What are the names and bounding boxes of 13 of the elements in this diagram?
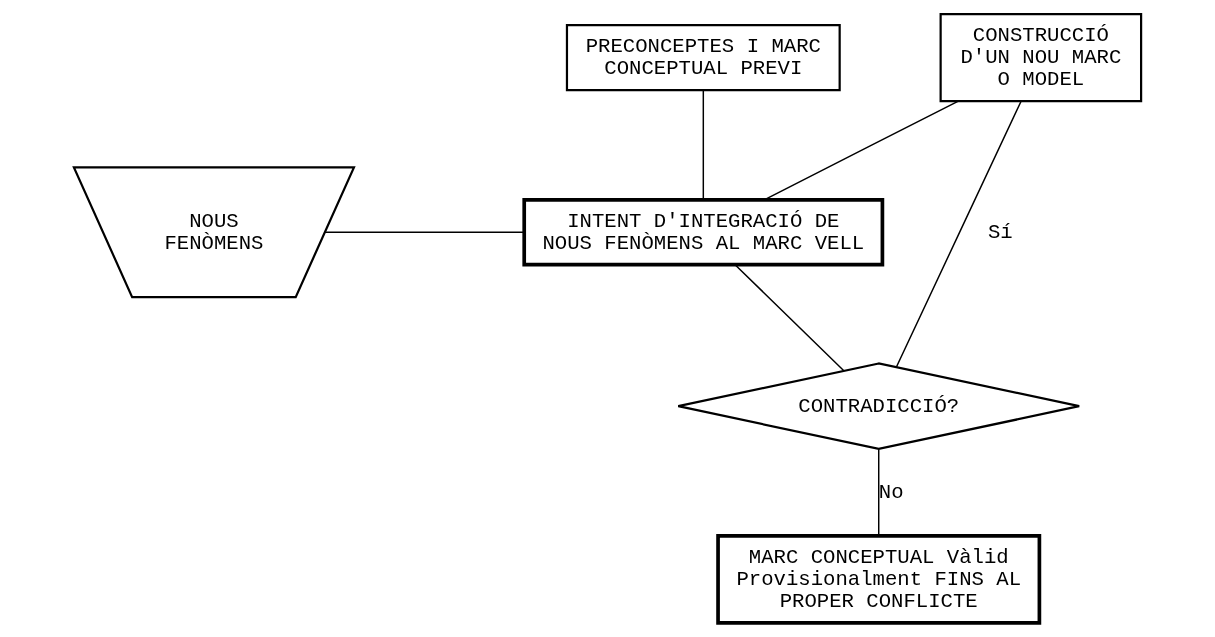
connector: [878, 448, 880, 537]
edge-label: No: [878, 480, 904, 504]
connector: [763, 100, 959, 201]
node-diamond: CONTRADICCIÓ?: [677, 362, 1081, 451]
node-box: PRECONCEPTES I MARC CONCEPTUAL PREVI: [565, 24, 841, 92]
node-box: INTENT D'INTEGRACIÓ DE NOUS FENÒMENS AL MARC VELL: [522, 198, 885, 267]
connector: [324, 231, 525, 233]
connector: [895, 100, 1022, 368]
node-box: CONSTRUCCIÓ D'UN NOU MARC O MODEL: [939, 13, 1143, 103]
edge-label: Sí: [987, 220, 1013, 244]
connector: [702, 89, 705, 201]
node-box: MARC CONCEPTUAL Vàlid Provisionalment FINS AL PROPER CONFLICTE: [716, 534, 1042, 625]
connector: [734, 263, 845, 372]
